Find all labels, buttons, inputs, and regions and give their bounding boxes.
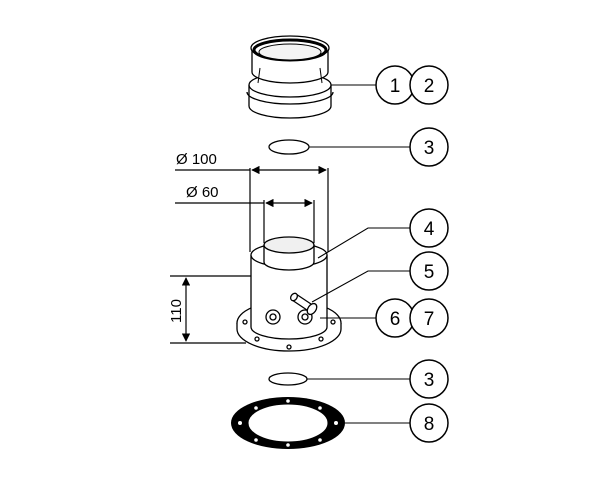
height-label: 110 — [168, 299, 185, 323]
callout-1-2: 1 2 — [375, 65, 449, 105]
callout-7-label: 7 — [424, 309, 435, 330]
callout-3-lower: 3 — [409, 359, 449, 399]
flange-seal — [231, 397, 345, 449]
callout-2-label: 2 — [424, 76, 435, 97]
inner-diameter-label: Ø 60 — [186, 184, 219, 201]
callout-4-label: 4 — [424, 219, 435, 240]
callout-1-label: 1 — [390, 76, 401, 97]
leader-lines — [307, 84, 410, 424]
callout-6-label: 6 — [390, 309, 401, 330]
callout-3-label: 3 — [424, 138, 435, 159]
callout-5-label: 5 — [424, 262, 435, 283]
callout-4: 4 — [409, 208, 449, 248]
dimension-lines — [170, 165, 329, 344]
outer-diameter-label: Ø 100 — [176, 151, 217, 168]
callout-3-upper: 3 — [409, 127, 449, 167]
callout-8-label: 8 — [424, 414, 435, 435]
adapter-body — [236, 236, 342, 352]
gasket-lower — [268, 372, 308, 386]
callout-3b-label: 3 — [424, 370, 435, 391]
coupling-sleeve — [246, 35, 334, 119]
callout-8: 8 — [409, 403, 449, 443]
callout-6-7: 6 7 — [375, 298, 449, 338]
callout-5: 5 — [409, 251, 449, 291]
gasket-upper — [268, 139, 310, 155]
